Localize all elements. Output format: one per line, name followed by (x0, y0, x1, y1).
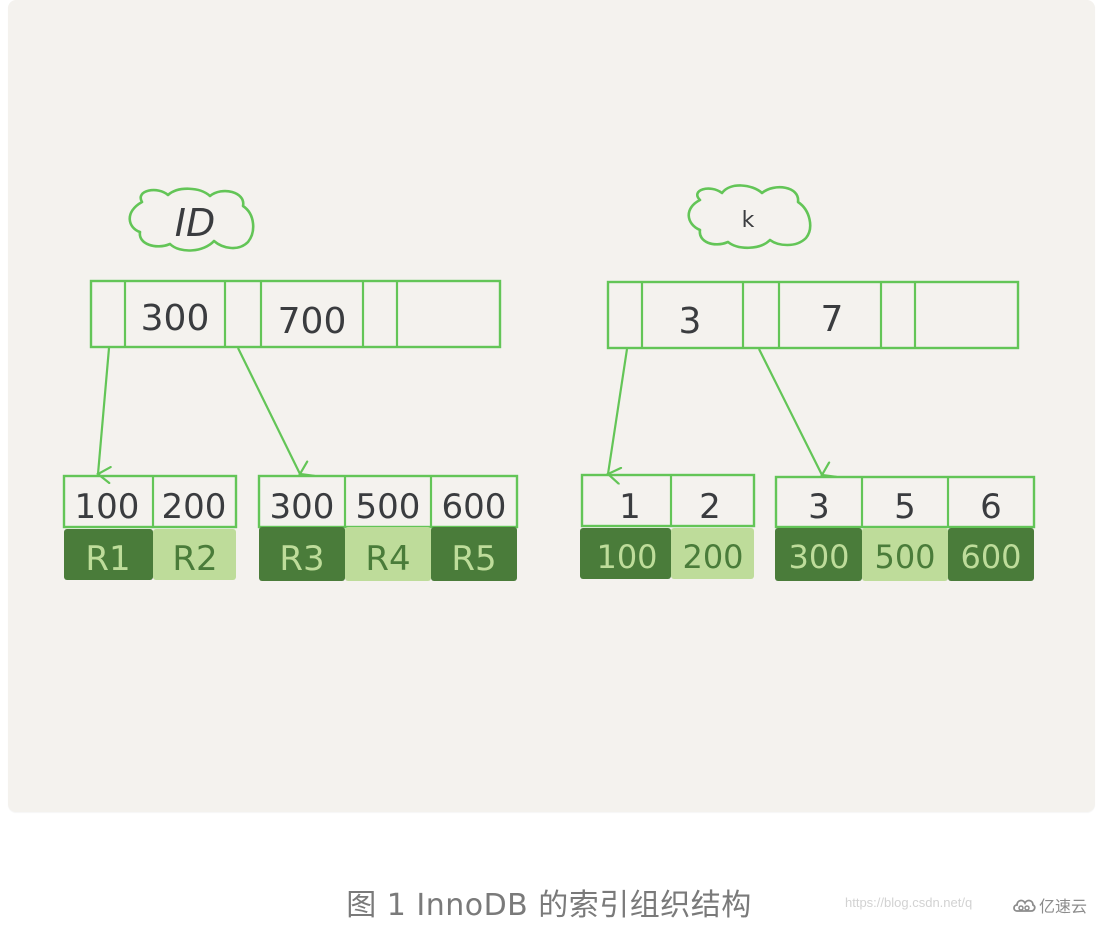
k-leaf-node: 1 2 100 200 (580, 473, 756, 579)
leaf-key: 500 (356, 487, 421, 527)
leaf-key: 300 (270, 487, 335, 527)
leaf-pk-value: 500 (874, 538, 935, 576)
leaf-pk-value: 100 (596, 538, 657, 576)
figure-caption: 图 1 InnoDB 的索引组织结构 (346, 888, 752, 923)
leaf-pk-value: 200 (682, 538, 743, 576)
leaf-pk-value: 300 (788, 538, 849, 576)
leaf-key: 100 (75, 487, 140, 527)
primary-index-tree: ID 300 700 100 200 R1 R2 (62, 187, 519, 581)
cloud-logo-icon (1013, 899, 1036, 912)
id-leaf-node: 300 500 600 R3 R4 R5 (257, 474, 519, 581)
leaf-key: 1 (619, 487, 641, 527)
innodb-index-diagram: ID 300 700 100 200 R1 R2 (62, 184, 1036, 581)
pointer-arrow (98, 347, 109, 474)
brand-name: 亿速云 (1039, 897, 1088, 916)
root-key: 300 (141, 298, 210, 339)
brand-logo: 亿速云 (1012, 893, 1087, 917)
k-leaf-node: 3 5 6 300 500 600 (774, 475, 1036, 581)
leaf-key: 600 (442, 487, 507, 527)
leaf-row-value: R4 (365, 539, 410, 579)
k-root-node: 3 7 (606, 280, 1020, 350)
id-cloud-label: ID (128, 187, 255, 252)
leaf-key: 5 (894, 487, 916, 527)
secondary-index-tree: k 3 7 1 2 100 200 (580, 184, 1036, 581)
cloud-icon (687, 184, 812, 250)
pointer-arrow (608, 348, 629, 474)
k-label: k (742, 208, 755, 233)
id-label: ID (175, 201, 215, 245)
k-cloud-label: k (687, 184, 812, 250)
pointer-arrow (758, 348, 822, 475)
leaf-key: 3 (808, 487, 830, 527)
leaf-row-value: R3 (279, 539, 324, 579)
root-key: 7 (821, 299, 844, 340)
diagram-panel (8, 0, 1095, 812)
cloud-icon (128, 187, 255, 252)
id-leaf-node: 100 200 R1 R2 (62, 474, 238, 580)
leaf-key: 200 (162, 487, 227, 527)
leaf-pk-value: 600 (960, 538, 1021, 576)
root-key: 3 (679, 301, 702, 342)
leaf-row-value: R5 (451, 539, 496, 579)
watermark-url: https://blog.csdn.net/q (845, 895, 973, 910)
leaf-row-value: R2 (172, 539, 217, 579)
root-key: 700 (278, 301, 347, 342)
leaf-key: 6 (980, 487, 1002, 527)
leaf-key: 2 (699, 487, 721, 527)
leaf-row-value: R1 (85, 539, 130, 579)
pointer-arrow (237, 347, 300, 474)
id-root-node: 300 700 (89, 279, 502, 349)
